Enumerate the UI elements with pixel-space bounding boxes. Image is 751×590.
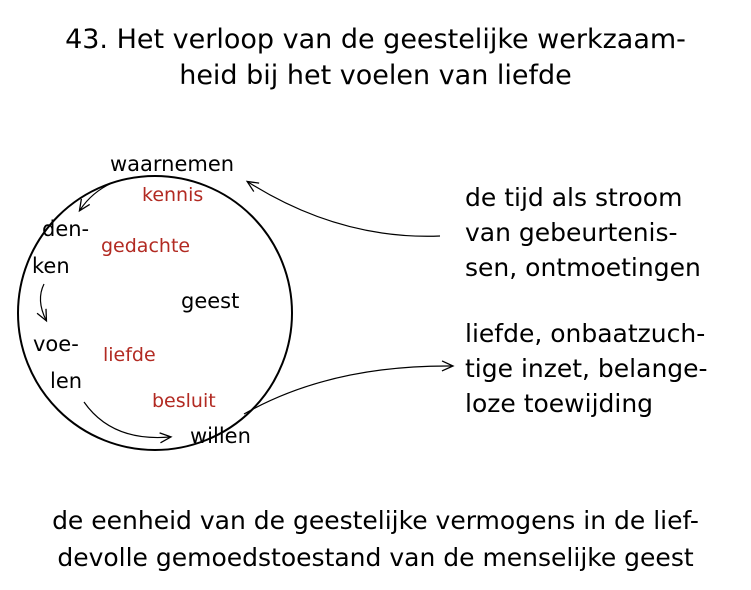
stage-willen: willen (190, 424, 251, 448)
title-line-1: 43. Het verloop van de geestelijke werkz… (65, 24, 686, 55)
arrow-waarnemen-to-denken (78, 182, 113, 213)
note-time-stream: de tijd als stroom van gebeurtenis- sen,… (465, 183, 701, 282)
stage-voelen-part-1: voe- (33, 332, 79, 356)
center-geest: geest (181, 289, 240, 313)
result-besluit: besluit (152, 390, 216, 412)
arrow-denken-to-voelen (36, 283, 48, 323)
stage-denken-part-2: ken (32, 254, 70, 278)
arrow-voelen-to-willen (83, 401, 173, 444)
stage-voelen-part-2: len (50, 369, 83, 393)
result-liefde: liefde (103, 344, 156, 366)
stage-denken-part-1: den- (42, 217, 90, 241)
title-line-2: heid bij het voelen van liefde (179, 60, 572, 91)
arrow-willen-to-love (243, 360, 455, 415)
arrow-time-to-waarnemen (245, 180, 441, 237)
result-kennis: kennis (142, 184, 204, 206)
note-love-dedication: liefde, onbaatzuch- tige inzet, belange-… (465, 319, 708, 418)
result-gedachte: gedachte (101, 235, 191, 257)
stage-waarnemen: waarnemen (110, 152, 235, 176)
footer-caption: de eenheid van de geestelijke vermogens … (52, 506, 699, 572)
mind-circle (17, 175, 293, 451)
